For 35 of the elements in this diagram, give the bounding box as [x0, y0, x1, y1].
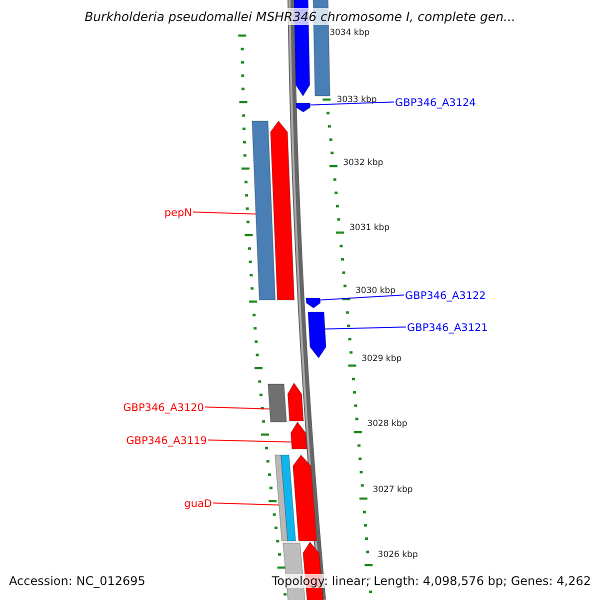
scale-label: 3027 kbp — [372, 485, 413, 495]
gene-feature — [290, 421, 308, 450]
gene-label: GBP346_A3124 — [395, 97, 476, 109]
feature-bar — [280, 454, 296, 542]
accession-text: Accession: NC_012695 — [9, 574, 146, 588]
leader-line — [212, 502, 280, 506]
gene-label: GBP346_A3121 — [407, 322, 488, 334]
scale-label: 3026 kbp — [378, 550, 418, 560]
gene-label: GBP346_A3122 — [405, 290, 486, 302]
gene-feature — [287, 382, 304, 422]
scale-label: 3030 kbp — [356, 286, 396, 296]
genome-summary-text: Topology: linear; Length: 4,098,576 bp; Genes: 4,262 — [272, 574, 591, 588]
scale-label: 3034 kbp — [330, 28, 370, 38]
leader-line — [324, 326, 406, 330]
scale-label: 3031 kbp — [350, 223, 390, 233]
scale-label: 3033 kbp — [336, 95, 377, 105]
leader-line — [208, 440, 292, 442]
feature-bar — [252, 120, 276, 300]
leader-line — [310, 102, 394, 106]
leader-line — [204, 406, 270, 410]
gene-label: guaD — [184, 498, 212, 510]
gene-label: pepN — [164, 207, 192, 219]
feature-bar — [268, 384, 287, 422]
gene-feature — [296, 102, 310, 112]
scale-label: 3032 kbp — [343, 158, 384, 168]
scale-label: 3029 kbp — [362, 354, 402, 364]
leader-line — [320, 294, 404, 300]
leader-line — [192, 212, 256, 214]
gene-feature — [292, 454, 318, 542]
gene-feature — [306, 298, 321, 308]
gene-feature — [308, 312, 326, 359]
gene-label: GBP346_A3120 — [123, 402, 204, 414]
gene-feature — [270, 120, 295, 300]
scale-label: 3028 kbp — [367, 419, 408, 429]
gene-label: GBP346_A3119 — [126, 435, 207, 447]
